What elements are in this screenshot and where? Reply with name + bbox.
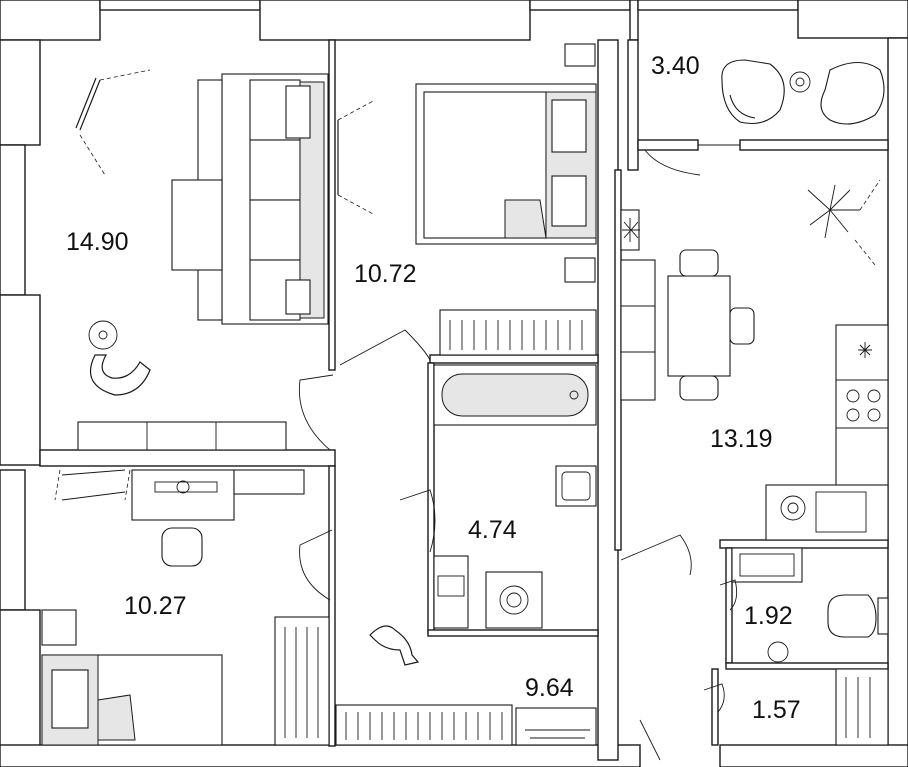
- area-kitchen: 13.19: [710, 425, 773, 453]
- hallway: [335, 625, 661, 761]
- area-toilet: 1.92: [744, 602, 793, 630]
- area-bedroom: 10.72: [354, 260, 417, 288]
- living-room: [75, 69, 334, 451]
- area-kids-room: 10.27: [124, 592, 187, 620]
- bedroom: [337, 43, 597, 366]
- interior-walls: [39, 39, 889, 761]
- balcony: [644, 59, 885, 176]
- area-bathroom: 4.74: [468, 516, 517, 544]
- area-hallway: 9.64: [525, 674, 574, 702]
- area-balcony: 3.40: [651, 52, 700, 80]
- kids-room: [41, 469, 333, 746]
- toilet: [719, 547, 889, 663]
- area-living-room: 14.90: [66, 228, 129, 256]
- storage: [703, 668, 889, 746]
- bathroom: [399, 364, 597, 629]
- kitchen: [620, 179, 889, 576]
- area-storage: 1.57: [752, 696, 801, 724]
- area-labels: 14.90 10.72 3.40 13.19 4.74 10.27 9.64 1…: [66, 52, 801, 724]
